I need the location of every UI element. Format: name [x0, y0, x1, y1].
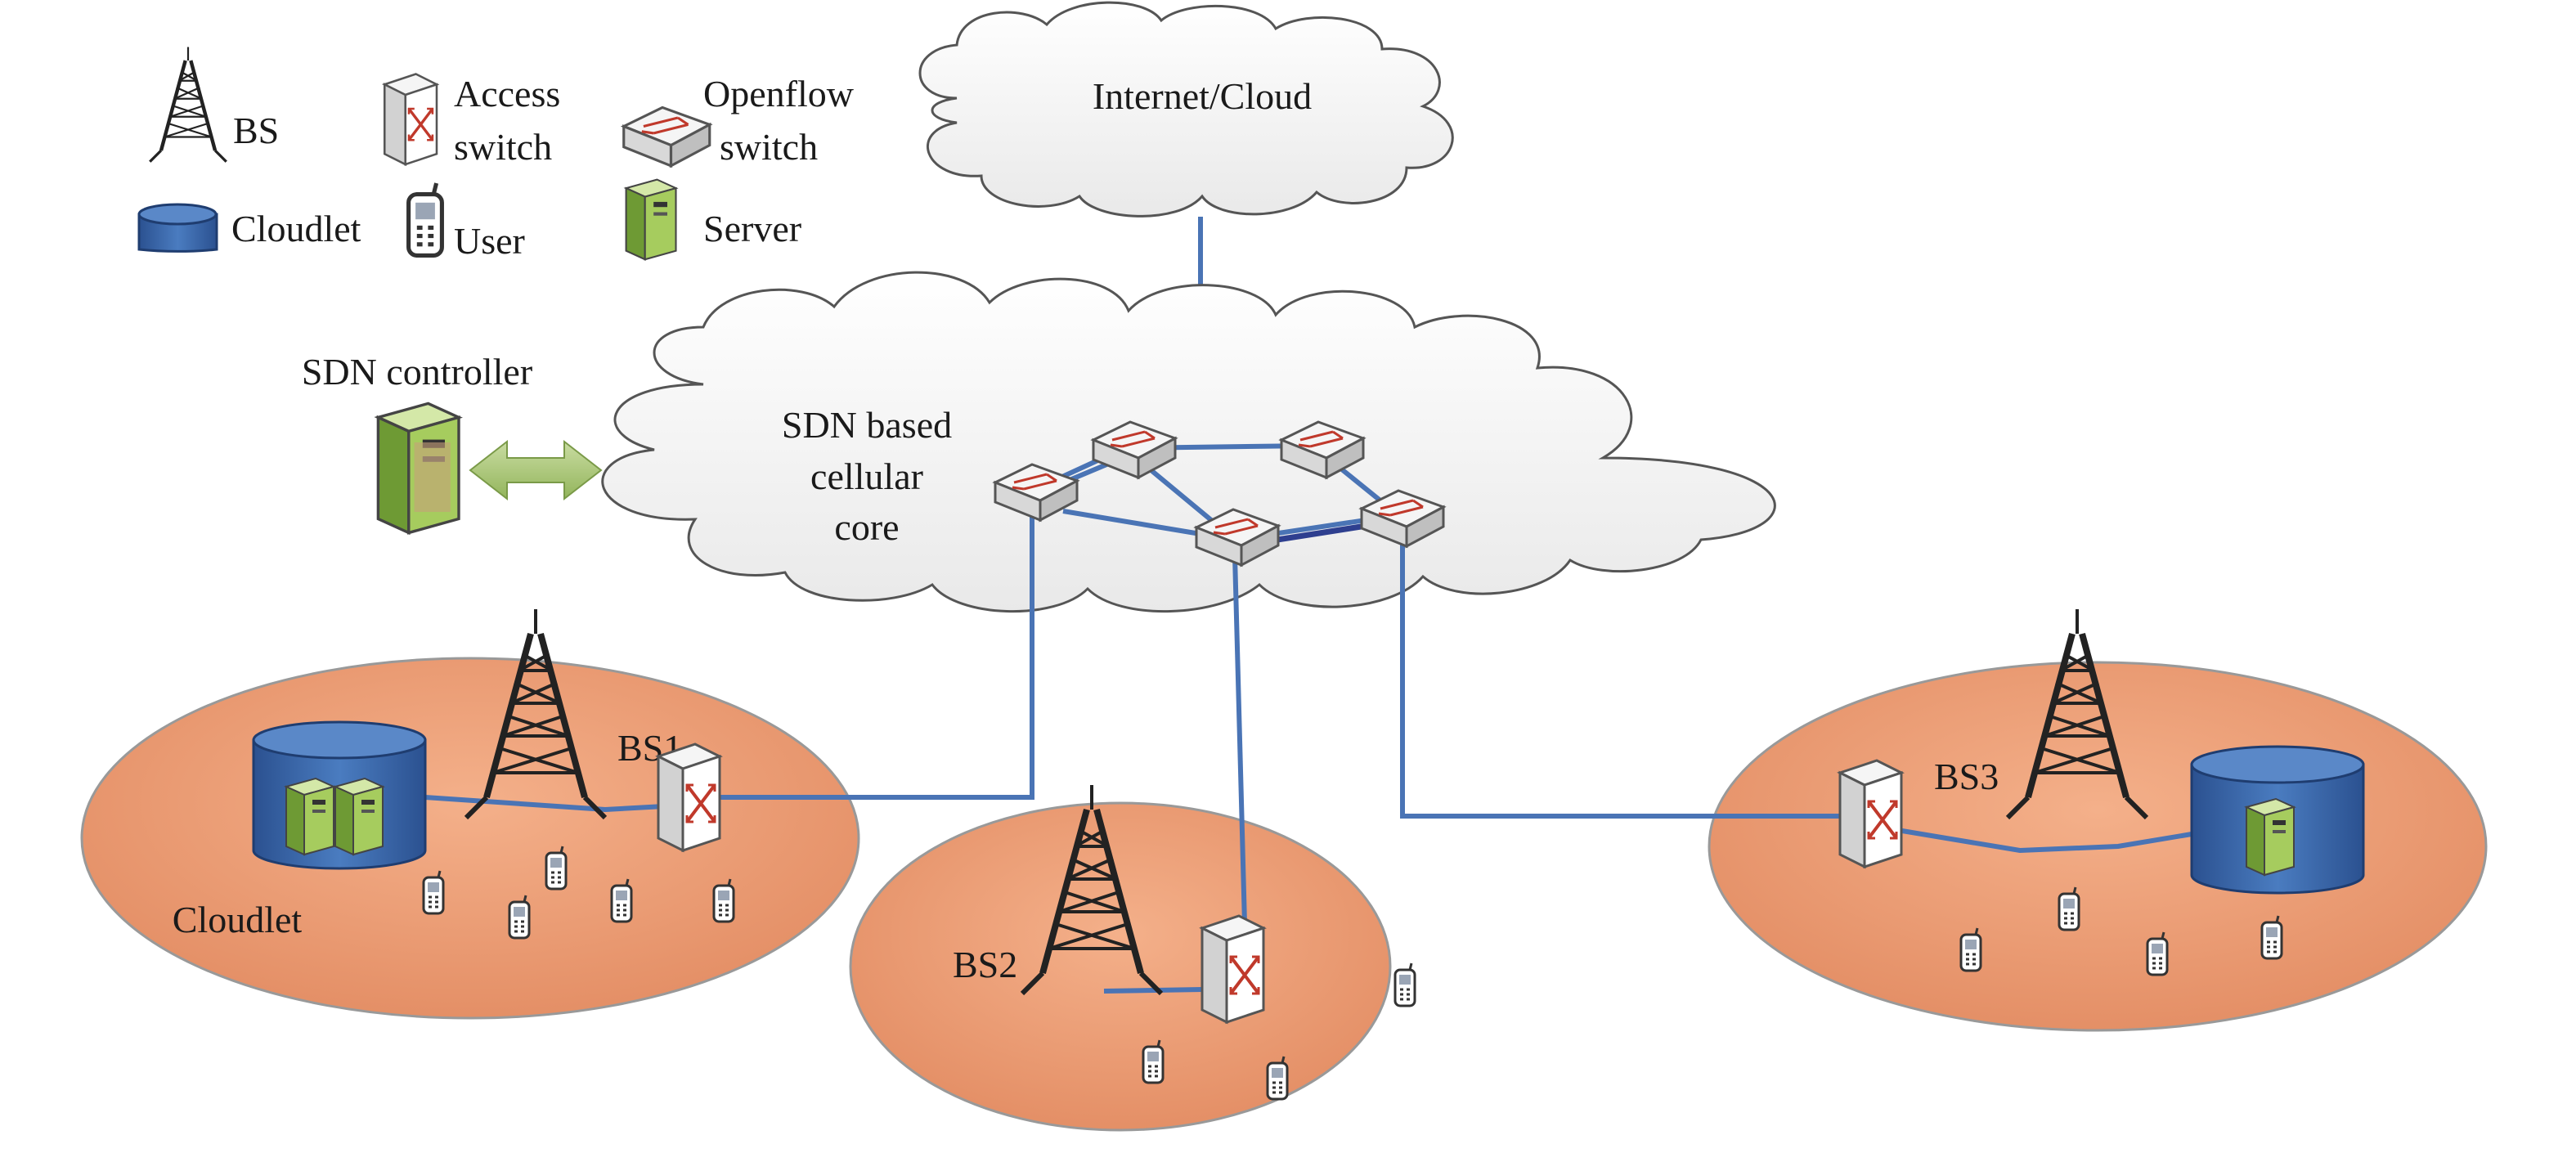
- legend-cloudlet-icon: [137, 203, 218, 253]
- sdn-core-cloud: SDN based cellular core: [601, 271, 1776, 612]
- cell-bs1: [80, 657, 860, 1020]
- legend-access-switch-line1: Access: [454, 73, 560, 114]
- cloudlet-bs3: [2190, 745, 2365, 895]
- bs3-label: BS3: [1934, 756, 1999, 797]
- user-phone: [508, 894, 531, 940]
- legend-user-icon: [409, 183, 442, 255]
- legend-access-switch-line2: switch: [454, 126, 552, 168]
- internet-cloud: Internet/Cloud: [918, 1, 1454, 218]
- legend-server-icon: [625, 178, 677, 261]
- cloudlet-bs1: [252, 720, 427, 870]
- legend-user-label: User: [454, 220, 525, 262]
- legend-openflow-switch-line2: switch: [720, 126, 818, 168]
- user-phone: [712, 877, 735, 923]
- sdn-controller: SDN controller: [302, 351, 603, 535]
- bs1-cloudlet-label: Cloudlet: [173, 899, 303, 940]
- user-phone: [1959, 926, 1982, 972]
- core-label-line2: cellular: [810, 455, 923, 497]
- bs2-access-switch: [1200, 914, 1265, 1024]
- core-label-line1: SDN based: [782, 404, 952, 446]
- legend-openflow-switch-icon: [622, 105, 711, 168]
- user-phone: [1142, 1039, 1165, 1084]
- internet-cloud-label: Internet/Cloud: [1093, 75, 1312, 117]
- user-phone: [610, 877, 633, 923]
- core-label-line3: core: [834, 506, 899, 548]
- legend-server-label: Server: [703, 208, 801, 249]
- legend-openflow-switch-line1: Openflow: [703, 73, 855, 114]
- bs2-label: BS2: [953, 944, 1017, 985]
- sdn-controller-label: SDN controller: [302, 351, 532, 393]
- legend-bs-label: BS: [233, 110, 279, 151]
- controller-link-arrow: [469, 439, 603, 501]
- user-phone: [422, 869, 445, 915]
- legend-bs-icon: [150, 47, 227, 162]
- bs3-access-switch: [1838, 759, 1903, 868]
- user-phone: [1266, 1055, 1289, 1101]
- cell-bs2: [849, 801, 1392, 1132]
- user-phone: [545, 845, 568, 891]
- legend: BS Cloudlet Access switch User Openflow …: [137, 47, 855, 262]
- user-phone: [1393, 962, 1416, 1007]
- user-phone: [2058, 886, 2080, 931]
- user-phone: [2260, 914, 2283, 960]
- legend-cloudlet-label: Cloudlet: [231, 208, 361, 249]
- bs1-access-switch: [657, 743, 721, 852]
- legend-access-switch-icon: [383, 72, 438, 166]
- user-phone: [2146, 931, 2169, 976]
